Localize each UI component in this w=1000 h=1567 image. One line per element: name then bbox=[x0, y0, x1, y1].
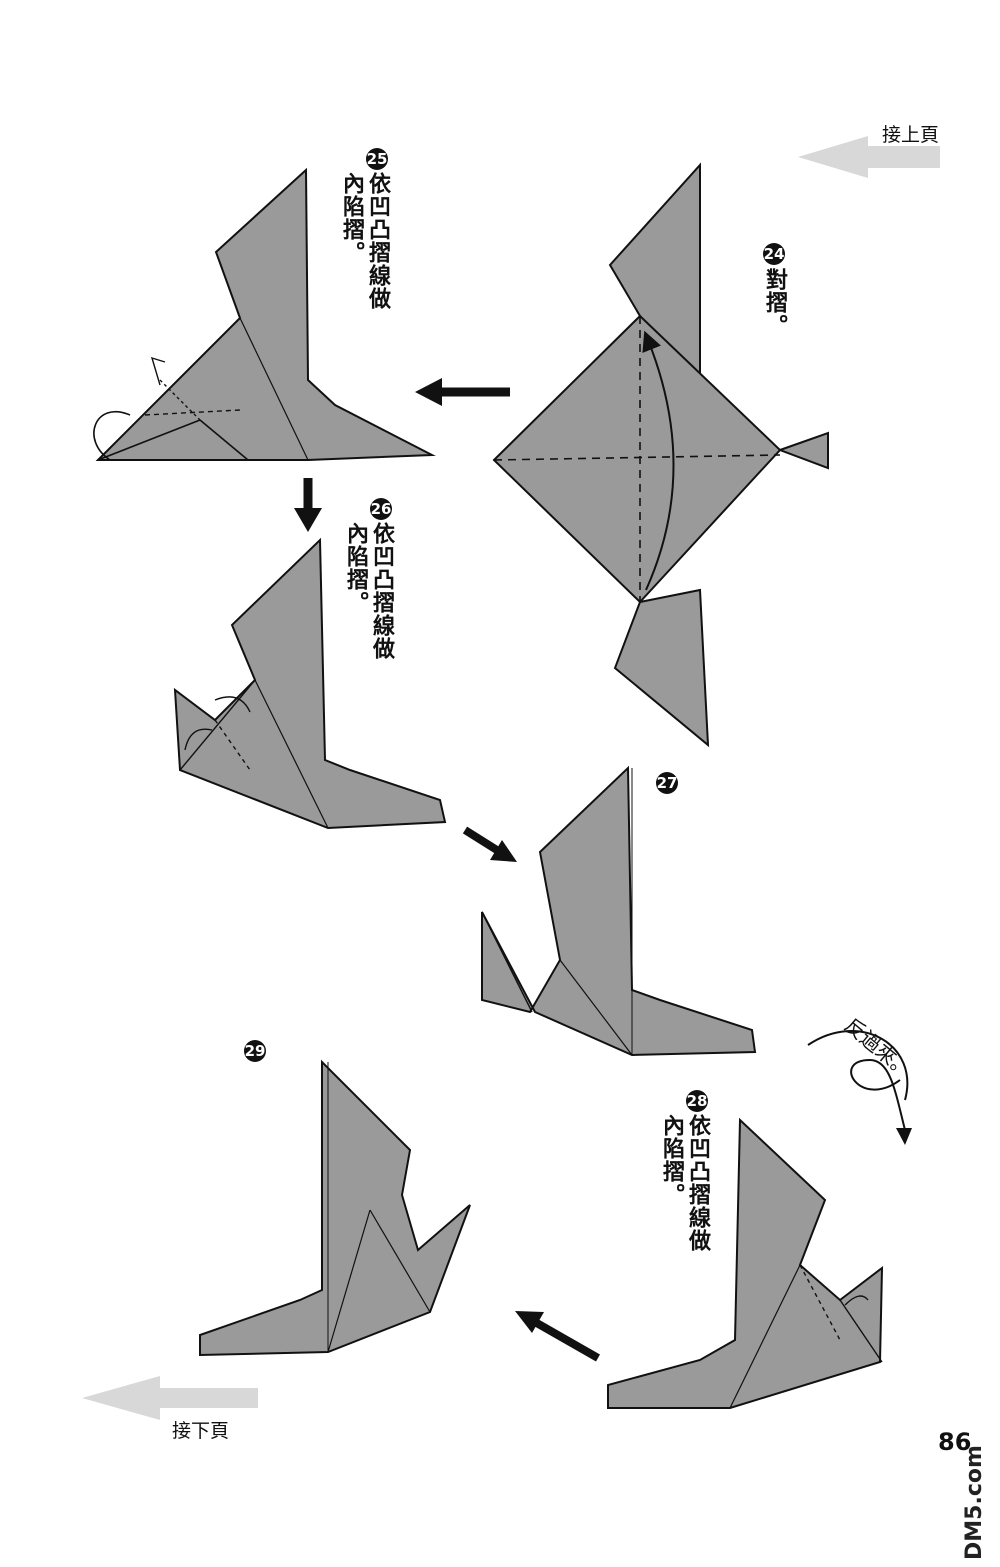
step-number-27: 27 bbox=[656, 772, 678, 794]
step-29-model bbox=[199, 1059, 471, 1357]
step-25-model bbox=[93, 167, 436, 461]
step-25-instruction: 依凹凸摺線做內陷摺。 bbox=[339, 172, 390, 310]
step-number-24: 24 bbox=[763, 243, 785, 265]
arrow-left-icon bbox=[415, 378, 510, 406]
step-24-model bbox=[492, 162, 829, 748]
page-number: 86 bbox=[938, 1428, 972, 1456]
step-28-model bbox=[607, 1117, 884, 1409]
step-28-instruction: 依凹凸摺線做內陷摺。 bbox=[659, 1114, 710, 1252]
continued-next-label: 接下頁 bbox=[172, 1420, 230, 1442]
next-page-arrow-icon bbox=[82, 1376, 258, 1420]
prev-page-arrow-icon bbox=[798, 136, 940, 178]
step-number-28: 28 bbox=[686, 1090, 708, 1112]
arrow-diagonal-left-icon bbox=[515, 1311, 600, 1362]
flip-over-arrow-icon bbox=[807, 1029, 912, 1145]
step-number-25: 25 bbox=[366, 148, 388, 170]
arrow-down-icon bbox=[294, 478, 322, 532]
continued-from-label: 接上頁 bbox=[882, 124, 940, 146]
step-26-model bbox=[173, 537, 447, 830]
step-number-26: 26 bbox=[370, 498, 392, 520]
step-number-29: 29 bbox=[244, 1040, 266, 1062]
step-26-instruction: 依凹凸摺線做內陷摺。 bbox=[343, 522, 394, 660]
step-24-instruction: 對摺。 bbox=[762, 268, 787, 337]
arrow-diagonal-icon bbox=[462, 826, 517, 862]
watermark-logo: DM5.com bbox=[962, 1445, 987, 1560]
step-27-model bbox=[481, 765, 757, 1057]
